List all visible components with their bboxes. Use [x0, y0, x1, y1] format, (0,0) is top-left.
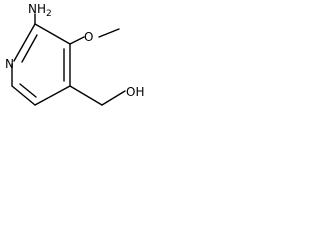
double-bond-c5-c6 [19, 83, 37, 98]
amine-label: NH2 [28, 2, 52, 19]
bond-c5-c6 [11, 85, 36, 106]
bond-c4-ch2 [69, 85, 103, 106]
bond-o-ch3 [98, 28, 120, 38]
bond-n1-c2 [13, 23, 36, 62]
double-bond-c2-n1 [21, 34, 38, 63]
bond-c4-c5 [34, 85, 71, 106]
bond-c3-o [69, 36, 85, 45]
chemical-structure: NH2 N O OH [5, 2, 144, 106]
methoxy-oxygen-label: O [84, 30, 93, 44]
bond-c2-c3 [34, 23, 71, 45]
hydroxyl-label: OH [126, 85, 144, 99]
bond-ch2-oh [101, 90, 126, 106]
ring-nitrogen-label: N [5, 57, 14, 71]
